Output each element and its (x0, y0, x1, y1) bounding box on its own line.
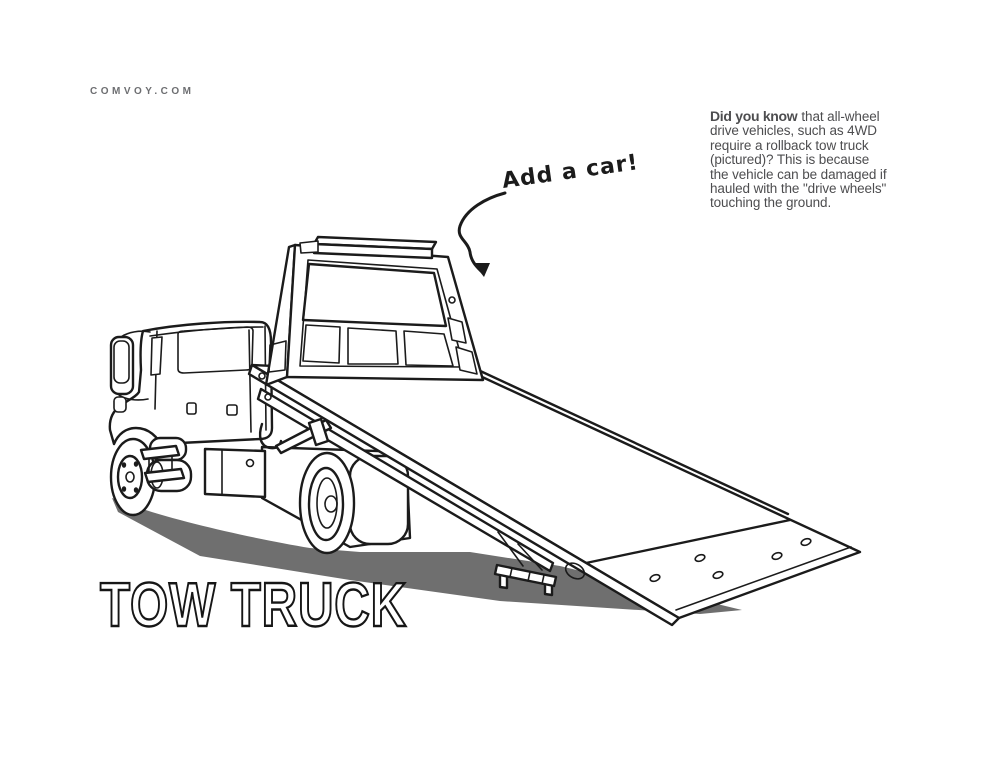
did-you-know-line: hauled with the "drive wheels" (710, 181, 887, 197)
did-you-know-line: the vehicle can be damaged if (710, 166, 887, 182)
cab-steps (139, 444, 186, 484)
toolbox (203, 447, 267, 499)
door-handle (186, 402, 197, 415)
tie-down-hole (649, 573, 661, 583)
page-title: TOW TRUCK (100, 571, 407, 640)
headboard-mesh (301, 262, 448, 328)
support-stand (493, 531, 558, 597)
hydraulic-cylinder (258, 417, 333, 455)
did-you-know-line: require a rollback tow truck (710, 137, 869, 153)
flatbed-deck (247, 363, 862, 627)
did-you-know-line: touching the ground. (710, 195, 832, 211)
annotation-arrow (457, 191, 507, 277)
did-you-know-line: (pictured)? This is because (710, 152, 870, 168)
light-bar (299, 235, 438, 260)
rear-wheel (298, 451, 410, 555)
did-you-know-lead: Did you know (710, 108, 798, 124)
headboard (264, 235, 485, 387)
site-url: COMVOY.COM (90, 86, 195, 97)
side-mirror (109, 330, 151, 413)
subframe-rail (256, 387, 555, 573)
headboard-ladder (447, 317, 467, 344)
bed-side-rail (247, 363, 681, 627)
ground-shadow (112, 498, 742, 614)
did-you-know-line: drive vehicles, such as 4WD (710, 123, 877, 139)
did-you-know-text: that all-wheel (801, 109, 880, 124)
